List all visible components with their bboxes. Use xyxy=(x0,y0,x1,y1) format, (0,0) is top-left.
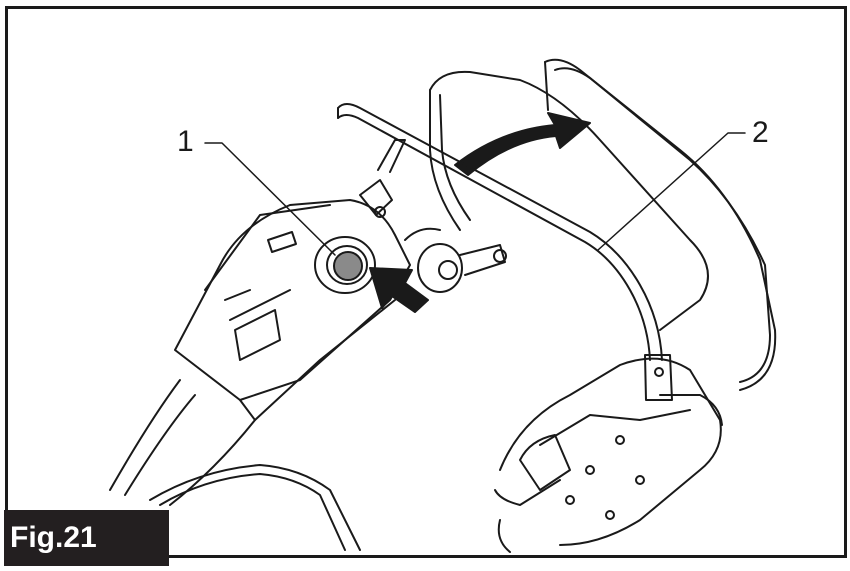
push-arrow xyxy=(369,267,429,313)
lever xyxy=(337,103,673,401)
lock-off-button xyxy=(314,236,376,294)
pivot-linkage xyxy=(404,227,507,293)
handle-tubes xyxy=(109,379,361,551)
switch-box xyxy=(174,139,411,421)
callout-2: 2 xyxy=(752,116,769,149)
leader-line-2 xyxy=(597,132,746,251)
callout-1: 1 xyxy=(177,125,194,158)
rear-frame xyxy=(429,58,777,391)
leader-line-1 xyxy=(204,142,336,256)
figure-label: Fig.21 xyxy=(4,510,169,566)
rotation-arrow xyxy=(454,112,591,176)
right-handle-switch xyxy=(494,357,723,553)
